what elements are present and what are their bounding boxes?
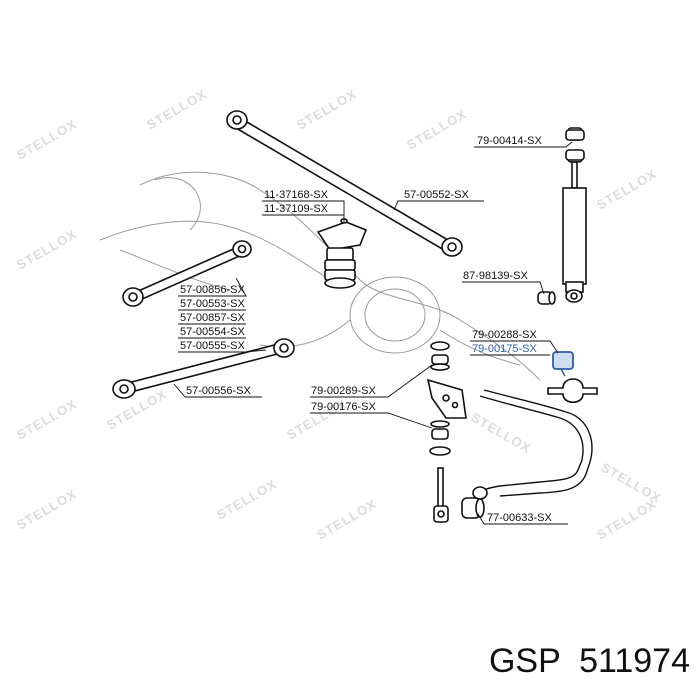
stabilizer-link[interactable] [433, 467, 449, 523]
part-label[interactable]: 11-37168-SX [264, 189, 329, 201]
bump-stop[interactable] [316, 218, 368, 289]
leader-lines [173, 141, 573, 525]
part-label[interactable]: 57-00556-SX [186, 385, 251, 397]
watermark: STELLOX [14, 486, 79, 532]
part-label[interactable]: 79-00176-SX [311, 401, 376, 413]
lateral-arm-upper[interactable] [122, 240, 252, 307]
watermark: STELLOX [404, 106, 469, 152]
watermark: STELLOX [14, 396, 79, 442]
part-label[interactable]: 79-00288-SX [472, 329, 537, 341]
top-mount-bushing[interactable] [565, 129, 585, 161]
watermark: STELLOX [294, 86, 359, 132]
watermark: STELLOX [14, 226, 79, 272]
watermark: STELLOX [14, 116, 79, 162]
part-label[interactable]: 87-98139-SX [463, 270, 528, 282]
part-reference-title: GSP 511974 [489, 642, 690, 680]
link-bushing-upper[interactable] [430, 341, 450, 371]
stabilizer-bar[interactable] [472, 389, 593, 500]
stabilizer-bushing[interactable] [552, 351, 574, 377]
part-label[interactable]: 57-00555-SX [180, 340, 245, 352]
upper-control-arm[interactable] [226, 110, 463, 257]
part-label[interactable]: 11-37109-SX [264, 203, 329, 215]
part-label[interactable]: 57-00857-SX [180, 312, 245, 324]
part-label[interactable]: 57-00856-SX [180, 284, 245, 296]
part-label[interactable]: 77-00633-SX [487, 512, 552, 524]
axle-housing-outline [99, 171, 541, 381]
shock-bushing[interactable] [537, 291, 556, 305]
watermark: STELLOX [314, 496, 379, 542]
watermark: STELLOX [144, 86, 209, 132]
stabilizer-clamp[interactable] [547, 378, 598, 404]
watermark: STELLOX [469, 410, 534, 456]
link-bracket[interactable] [426, 378, 467, 419]
lower-control-arm[interactable] [112, 338, 295, 399]
watermark: STELLOX [599, 460, 664, 506]
part-label[interactable]: 79-00289-SX [311, 385, 376, 397]
link-bushing-lower[interactable] [429, 420, 451, 456]
end-link-bushing[interactable] [461, 497, 485, 519]
part-label-highlighted[interactable]: 79-00175-SX [472, 343, 537, 355]
part-label[interactable]: 57-00553-SX [180, 298, 245, 310]
part-label[interactable]: 79-00414-SX [477, 135, 542, 147]
part-labels: 79-00414-SX 11-37168-SX 11-37109-SX 57-0… [180, 135, 552, 524]
watermark: STELLOX [214, 476, 279, 522]
watermark: STELLOX [594, 166, 659, 212]
part-label[interactable]: 57-00554-SX [180, 326, 245, 338]
part-label[interactable]: 57-00552-SX [404, 189, 469, 201]
watermark: STELLOX [594, 496, 659, 542]
